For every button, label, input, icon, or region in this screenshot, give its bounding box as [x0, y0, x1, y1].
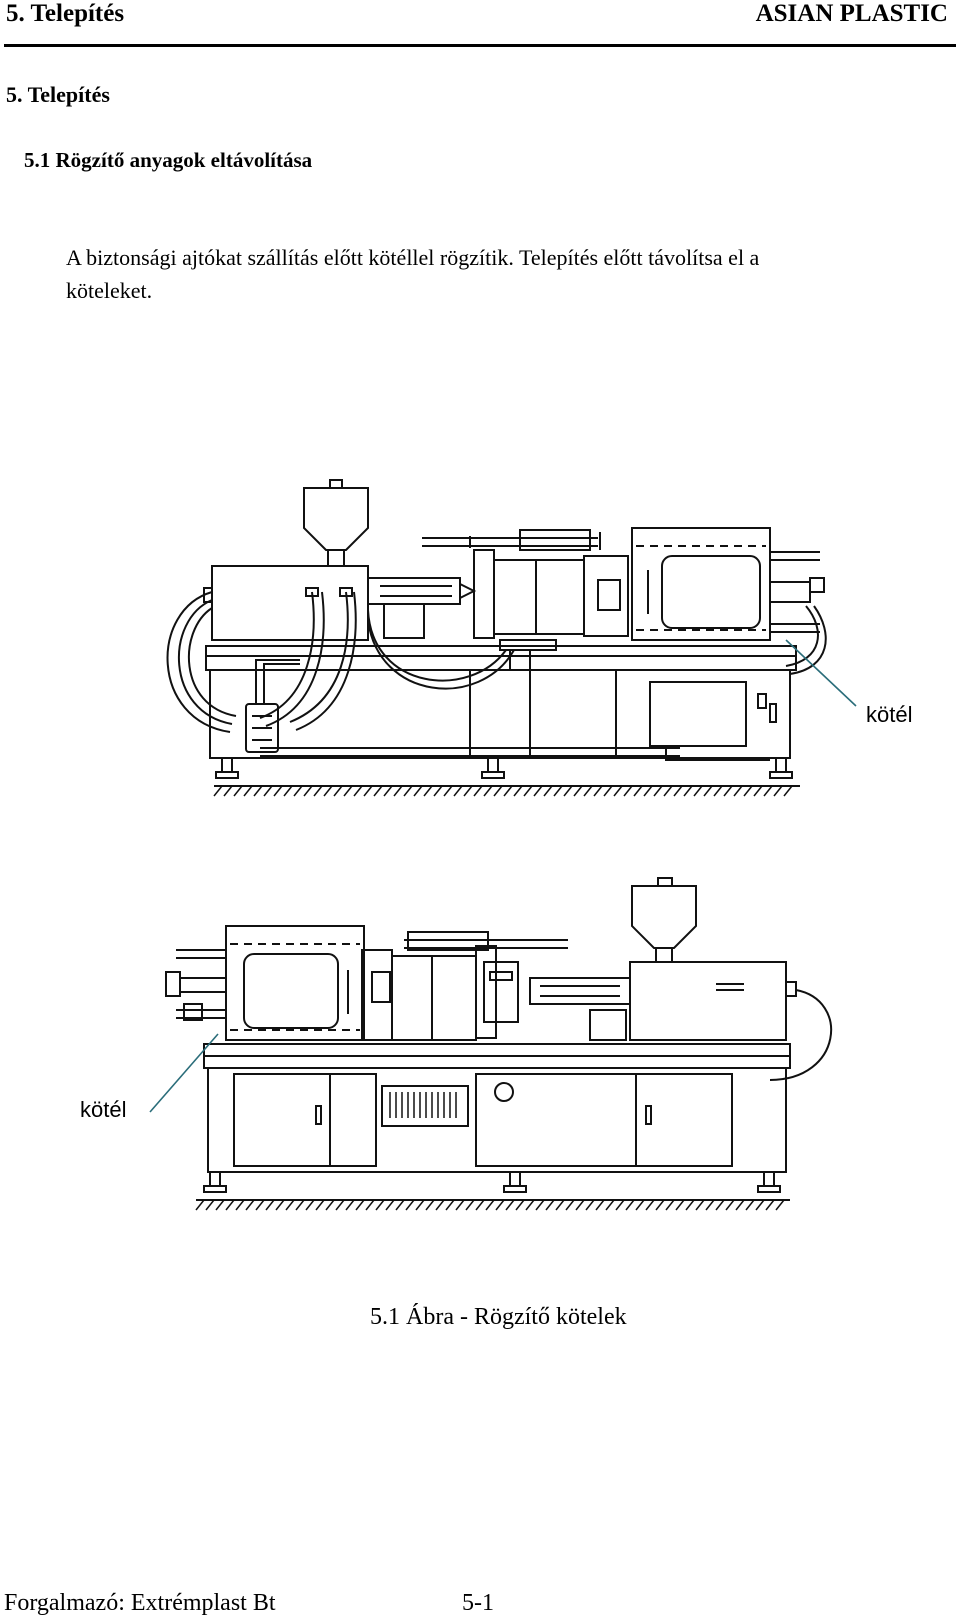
machine-top-drawing [166, 479, 857, 797]
page-header: 5. Telepítés ASIAN PLASTIC [4, 0, 956, 47]
paragraph-line-1: A biztonsági ajtókat szállítás előtt köt… [66, 245, 760, 270]
header-brand: ASIAN PLASTIC [755, 0, 948, 27]
footer-page-number: 5-1 [462, 1590, 494, 1616]
footer-distributor: Forgalmazó: Extrémplast Bt [4, 1590, 276, 1616]
figure-caption: 5.1 Ábra - Rögzítő kötelek [370, 1304, 627, 1330]
rope-label-top: kötél [866, 702, 913, 727]
rope-label-bottom: kötél [80, 1097, 127, 1122]
paragraph-line-2: köteleket. [66, 278, 153, 303]
machine-bottom-drawing [149, 877, 832, 1211]
header-chapter: 5. Telepítés [6, 0, 125, 27]
section-heading: 5. Telepítés [6, 82, 110, 107]
subsection-heading: 5.1 Rögzítő anyagok eltávolítása [24, 148, 313, 172]
